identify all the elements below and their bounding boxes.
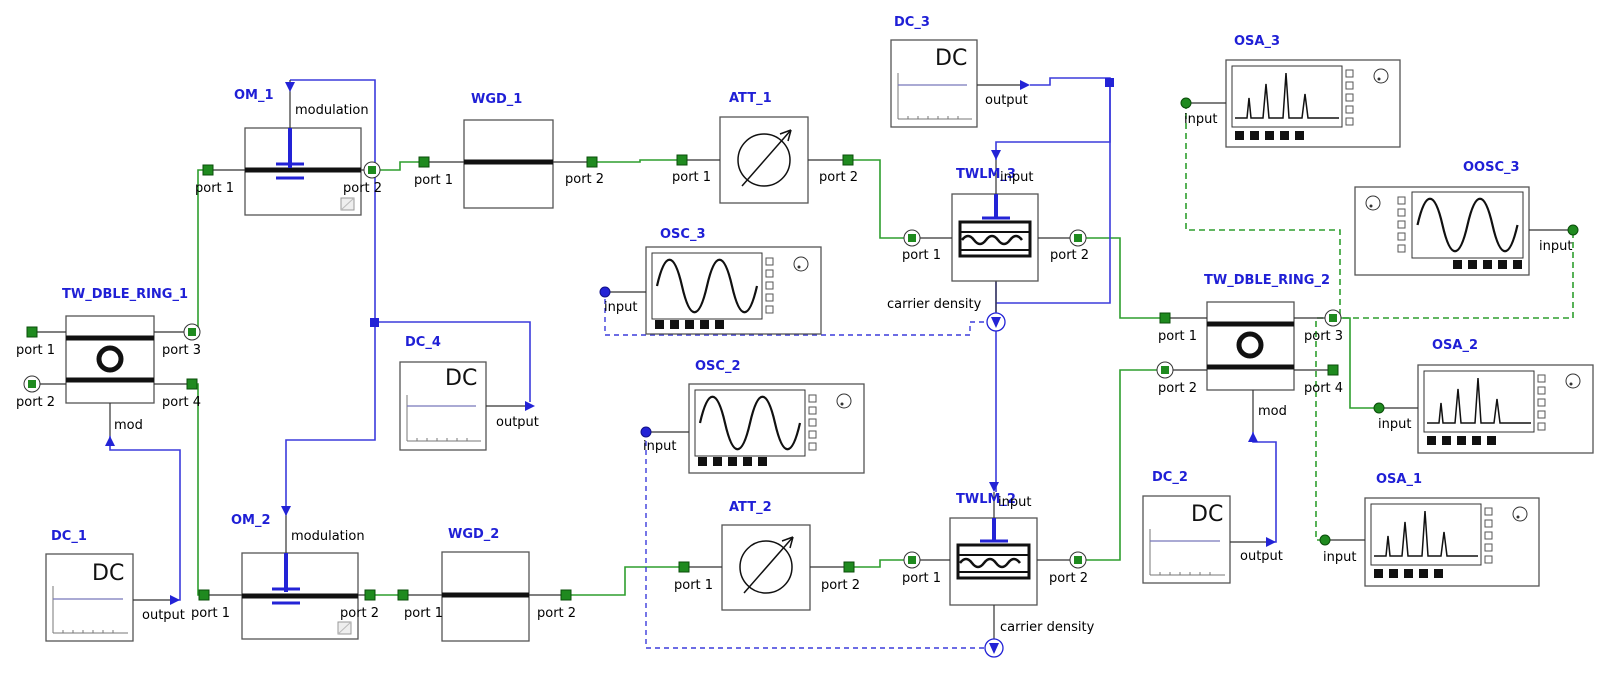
tw-dble-ring-1-title: TW_DBLE_RING_1	[62, 287, 189, 302]
dc-4-output-label: output	[496, 415, 539, 430]
osa-2-block[interactable]	[1417, 364, 1594, 454]
oosc-3-title: OOSC_3	[1463, 160, 1520, 175]
om-1-port1-label: port 1	[195, 181, 235, 196]
dc-4-title: DC_4	[405, 335, 441, 350]
om-2-port1-label: port 1	[191, 606, 231, 621]
tw-dble-ring-1-block[interactable]	[65, 315, 155, 404]
dc-1-block[interactable]	[45, 553, 134, 642]
ring-1-port1-label: port 1	[16, 343, 56, 358]
twlm-3-input-label: input	[1000, 170, 1034, 185]
att-1-title: ATT_1	[729, 91, 772, 106]
att-1-block[interactable]	[719, 116, 809, 204]
att-2-port1-label: port 1	[674, 578, 714, 593]
osa-1-title: OSA_1	[1376, 472, 1423, 487]
om-1-modulation-label: modulation	[295, 103, 369, 118]
wgd-2-title: WGD_2	[448, 527, 500, 542]
carrier-ports[interactable]	[984, 312, 1006, 658]
bidirectional-ports[interactable]	[23, 161, 1342, 569]
ring-1-port4-label: port 4	[162, 395, 202, 410]
twlm-3-port2-label: port 2	[1050, 248, 1090, 263]
wgd-1-port1-label: port 1	[414, 173, 454, 188]
osc-2-title: OSC_2	[695, 359, 741, 374]
ring-1-port2-label: port 2	[16, 395, 56, 410]
osa-2-title: OSA_2	[1432, 338, 1479, 353]
electrical-monitor-links	[604, 292, 984, 649]
osa-2-input-label: input	[1378, 417, 1412, 432]
twlm-3-carrier-label: carrier density	[887, 297, 982, 312]
dc-1-display: DC	[92, 561, 125, 586]
om-1-block[interactable]	[244, 127, 362, 216]
att-1-port1-label: port 1	[672, 170, 712, 185]
om-2-port2-label: port 2	[340, 606, 380, 621]
oosc-3-input-label: input	[1539, 239, 1573, 254]
wgd-2-port2-label: port 2	[537, 606, 577, 621]
ring-2-mod-label: mod	[1258, 404, 1287, 419]
ring-2-port2-label: port 2	[1158, 381, 1198, 396]
dc-2-title: DC_2	[1152, 470, 1188, 485]
ring-1-port3-label: port 3	[162, 343, 202, 358]
osa-1-block[interactable]	[1364, 497, 1540, 587]
att-1-port2-label: port 2	[819, 170, 859, 185]
att-2-title: ATT_2	[729, 500, 772, 515]
twlm-2-port2-label: port 2	[1049, 571, 1089, 586]
twlm-2-carrier-label: carrier density	[1000, 620, 1095, 635]
osc-3-block[interactable]	[645, 246, 822, 335]
om-1-title: OM_1	[234, 88, 274, 103]
om-2-block[interactable]	[241, 552, 359, 640]
twlm-3-port1-label: port 1	[902, 248, 942, 263]
dc-1-output-label: output	[142, 608, 185, 623]
twlm-3-title: TWLM_3	[956, 167, 1016, 182]
twlm-3-block[interactable]	[951, 193, 1039, 282]
tw-dble-ring-2-title: TW_DBLE_RING_2	[1204, 273, 1331, 288]
wgd-1-port2-label: port 2	[565, 172, 605, 187]
att-2-block[interactable]	[721, 524, 811, 611]
osa-3-input-label: input	[1184, 112, 1218, 127]
om-2-title: OM_2	[231, 513, 271, 528]
optical-ports[interactable]	[26, 154, 1339, 601]
twlm-2-input-label: input	[998, 495, 1032, 510]
twlm-2-block[interactable]	[949, 517, 1038, 606]
ring-2-port4-label: port 4	[1304, 381, 1344, 396]
dc-2-display: DC	[1191, 502, 1224, 527]
osc-3-input-label: input	[604, 300, 638, 315]
osc-3-title: OSC_3	[660, 227, 706, 242]
dc-3-title: DC_3	[894, 15, 930, 30]
twlm-2-title: TWLM_2	[956, 492, 1016, 507]
dc-3-display: DC	[935, 46, 968, 71]
ring-2-port1-label: port 1	[1158, 329, 1198, 344]
wgd-1-block[interactable]	[463, 119, 554, 209]
ring-2-port3-label: port 3	[1304, 329, 1344, 344]
osc-2-block[interactable]	[688, 383, 865, 474]
dc-2-block[interactable]	[1142, 495, 1231, 584]
tw-dble-ring-2-block[interactable]	[1206, 301, 1295, 391]
dc-4-block[interactable]	[399, 361, 487, 451]
dc-1-title: DC_1	[51, 529, 87, 544]
osa-3-block[interactable]	[1225, 59, 1401, 148]
twlm-2-port1-label: port 1	[902, 571, 942, 586]
dc-2-output-label: output	[1240, 549, 1283, 564]
om-2-modulation-label: modulation	[291, 529, 365, 544]
att-2-port2-label: port 2	[821, 578, 861, 593]
monitor-inputs[interactable]	[599, 97, 1579, 546]
osc-2-input-label: input	[643, 439, 677, 454]
electrical-ports[interactable]	[105, 80, 1276, 605]
dc-3-output-label: output	[985, 93, 1028, 108]
wgd-2-port1-label: port 1	[404, 606, 444, 621]
osa-3-title: OSA_3	[1234, 34, 1281, 49]
ring-1-mod-label: mod	[114, 418, 143, 433]
dc-4-display: DC	[445, 366, 478, 391]
oosc-3-block[interactable]	[1354, 186, 1530, 276]
wgd-2-block[interactable]	[441, 551, 530, 642]
osa-1-input-label: input	[1323, 550, 1357, 565]
wgd-1-title: WGD_1	[471, 92, 523, 107]
om-1-port2-label: port 2	[343, 181, 383, 196]
dc-3-block[interactable]	[890, 39, 978, 128]
junctions	[370, 78, 1114, 327]
